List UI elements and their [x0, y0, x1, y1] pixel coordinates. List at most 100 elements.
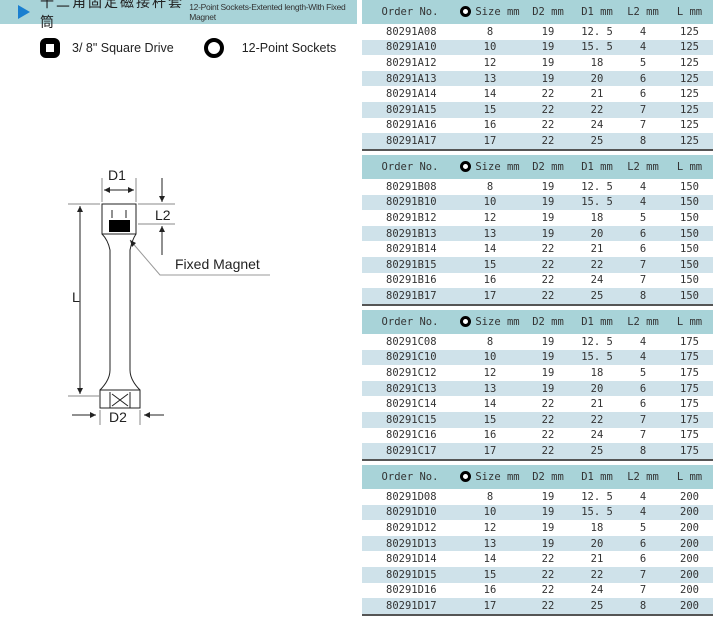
table-cell: 175	[680, 382, 699, 395]
column-header: D1 mm	[574, 161, 620, 173]
table-cell: 13	[483, 72, 497, 85]
table-cell: 200	[680, 521, 699, 534]
table-cell: 15	[483, 413, 497, 426]
table-cell: 24	[590, 119, 604, 132]
table-cell: 80291D16	[386, 584, 437, 597]
table-cell: 80291B15	[386, 258, 437, 271]
column-header: Size mm	[458, 6, 522, 18]
table-cell: 8	[486, 335, 494, 348]
table-cell: 80291B08	[386, 180, 437, 193]
label-d2: D2	[109, 409, 127, 425]
column-header: L2 mm	[620, 6, 666, 18]
table-cell: 175	[680, 351, 699, 364]
column-header-label: Size mm	[475, 6, 520, 18]
table-cell: 7	[639, 103, 647, 116]
square-drive-label: 3/ 8" Square Drive	[72, 41, 174, 55]
table-cell: 80291A16	[386, 119, 437, 132]
table-cell: 22	[590, 568, 604, 581]
table-cell: 175	[680, 366, 699, 379]
table-cell: 125	[680, 88, 699, 101]
table-cell: 22	[541, 274, 555, 287]
column-header-label: Order No.	[381, 6, 439, 18]
table-cell: 175	[680, 429, 699, 442]
table-cell: 24	[590, 584, 604, 597]
column-header: D2 mm	[522, 161, 574, 173]
table-cell: 6	[639, 382, 647, 395]
table-cell: 80291A13	[386, 72, 437, 85]
table-cell: 19	[541, 351, 555, 364]
column-header-label: D2 mm	[532, 316, 564, 328]
table-cell: 24	[590, 274, 604, 287]
table-cell: 20	[590, 382, 604, 395]
table-cell: 125	[680, 56, 699, 69]
table-cell: 15. 5	[581, 196, 613, 209]
table-cell: 6	[639, 88, 647, 101]
table-cell: 19	[541, 72, 555, 85]
table-cell: 12	[483, 521, 497, 534]
table-cell: 80291A10	[386, 41, 437, 54]
table-cell: 5	[639, 521, 647, 534]
table-cell: 80291D10	[386, 506, 437, 519]
column-header-label: D2 mm	[532, 471, 564, 483]
table-cell: 4	[639, 335, 647, 348]
table-cell: 4	[639, 506, 647, 519]
table-cell: 13	[483, 537, 497, 550]
table-cell: 18	[590, 521, 604, 534]
table-cell: 18	[590, 211, 604, 224]
table-cell: 125	[680, 25, 699, 38]
table-cell: 21	[590, 88, 604, 101]
table-cell: 80291D12	[386, 521, 437, 534]
twelve-point-icon	[460, 161, 472, 172]
table-cell: 19	[541, 211, 555, 224]
legend: 3/ 8" Square Drive 12-Point Sockets	[40, 38, 336, 58]
column-header: L mm	[666, 316, 713, 328]
table-cell: 7	[639, 119, 647, 132]
table-cell: 175	[680, 398, 699, 411]
table-cell: 22	[541, 88, 555, 101]
table-cell: 19	[541, 25, 555, 38]
table-cell: 12. 5	[581, 335, 613, 348]
table-cell: 22	[541, 103, 555, 116]
column-header: D1 mm	[574, 316, 620, 328]
table-cell: 15. 5	[581, 41, 613, 54]
column-header: Order No.	[362, 161, 458, 173]
column-header: D2 mm	[522, 6, 574, 18]
table-cell: 21	[590, 243, 604, 256]
table-cell: 80291A12	[386, 56, 437, 69]
table-cell: 16	[483, 119, 497, 132]
table-cell: 125	[680, 41, 699, 54]
table-cell: 80291B17	[386, 289, 437, 302]
column-header: Order No.	[362, 6, 458, 18]
column-header: D1 mm	[574, 471, 620, 483]
square-drive-icon	[40, 38, 60, 58]
table-cell: 17	[483, 134, 497, 147]
table-cell: 19	[541, 180, 555, 193]
play-arrow-icon	[18, 5, 30, 19]
table-cell: 80291C10	[386, 351, 437, 364]
table-cell: 19	[541, 56, 555, 69]
socket-diagram: D1 L2 L D2 Fixed Magnet	[68, 167, 270, 425]
table-cell: 22	[541, 568, 555, 581]
table-cell: 7	[639, 258, 647, 271]
table-cell: 12	[483, 366, 497, 379]
column-header-label: Order No.	[381, 471, 439, 483]
column-header-label: Order No.	[381, 161, 439, 173]
table-cell: 13	[483, 227, 497, 240]
table-cell: 4	[639, 351, 647, 364]
table-cell: 22	[590, 103, 604, 116]
